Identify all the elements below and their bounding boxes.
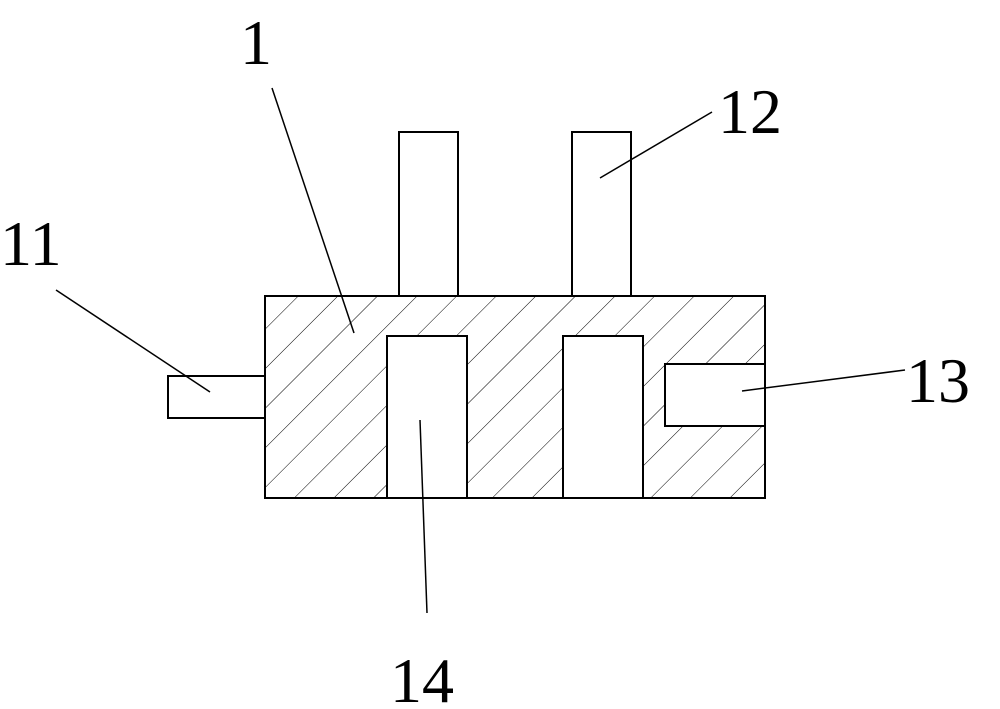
- label-12: 12: [718, 76, 782, 147]
- top-tube-right: [572, 132, 631, 296]
- leader-line-13: [742, 370, 905, 391]
- right-port: [665, 364, 765, 426]
- label-14: 14: [390, 645, 454, 709]
- label-11: 11: [0, 208, 62, 279]
- label-13: 13: [906, 345, 970, 416]
- label-1: 1: [240, 7, 272, 78]
- inner-cavity-left: [387, 336, 467, 498]
- inner-cavity-right: [563, 336, 643, 498]
- top-tube-left: [399, 132, 458, 296]
- left-nozzle: [168, 376, 265, 418]
- leader-line-11: [56, 290, 210, 392]
